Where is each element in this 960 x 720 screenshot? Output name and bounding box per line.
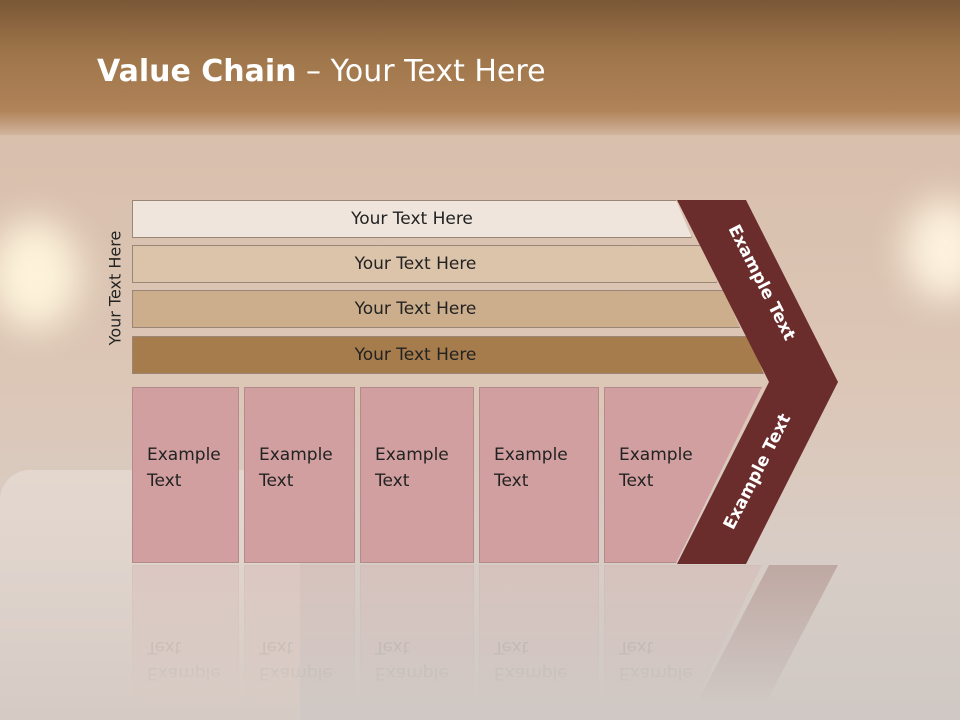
- support-bar-2: Your Text Here: [132, 245, 717, 283]
- box-5-line2: Text: [619, 471, 654, 491]
- support-bar-4: Your Text Here: [132, 336, 764, 374]
- support-bar-4-label: Your Text Here: [354, 345, 477, 365]
- title-bar: [0, 0, 960, 135]
- support-bar-2-label: Your Text Here: [354, 254, 477, 274]
- left-lamp-glow: [0, 220, 80, 330]
- box-3-line1: Example: [375, 445, 449, 465]
- box-5-line1: Example: [619, 445, 693, 465]
- title-rest: – Your Text Here: [296, 54, 546, 89]
- support-bar-3-label: Your Text Here: [354, 299, 477, 319]
- support-bar-1: Your Text Here: [132, 200, 692, 238]
- box-1-line2: Text: [147, 471, 182, 491]
- support-bar-1-label: Your Text Here: [351, 209, 473, 229]
- box-2-line2: Text: [259, 471, 294, 491]
- chevron-lower-arm: [677, 382, 838, 564]
- box-1-line1: Example: [147, 445, 221, 465]
- reflection-chevron: [677, 565, 838, 720]
- slide-title: Value Chain – Your Text Here: [97, 54, 546, 89]
- box-4-line2: Text: [494, 471, 529, 491]
- box-4-line1: Example: [494, 445, 568, 465]
- box-2-line1: Example: [259, 445, 333, 465]
- chevron-upper-arm: [677, 200, 838, 382]
- title-bold: Value Chain: [97, 54, 297, 89]
- support-bar-3: Your Text Here: [132, 290, 740, 328]
- reflection-chevron-arm: [677, 565, 838, 720]
- box-3-line2: Text: [375, 471, 410, 491]
